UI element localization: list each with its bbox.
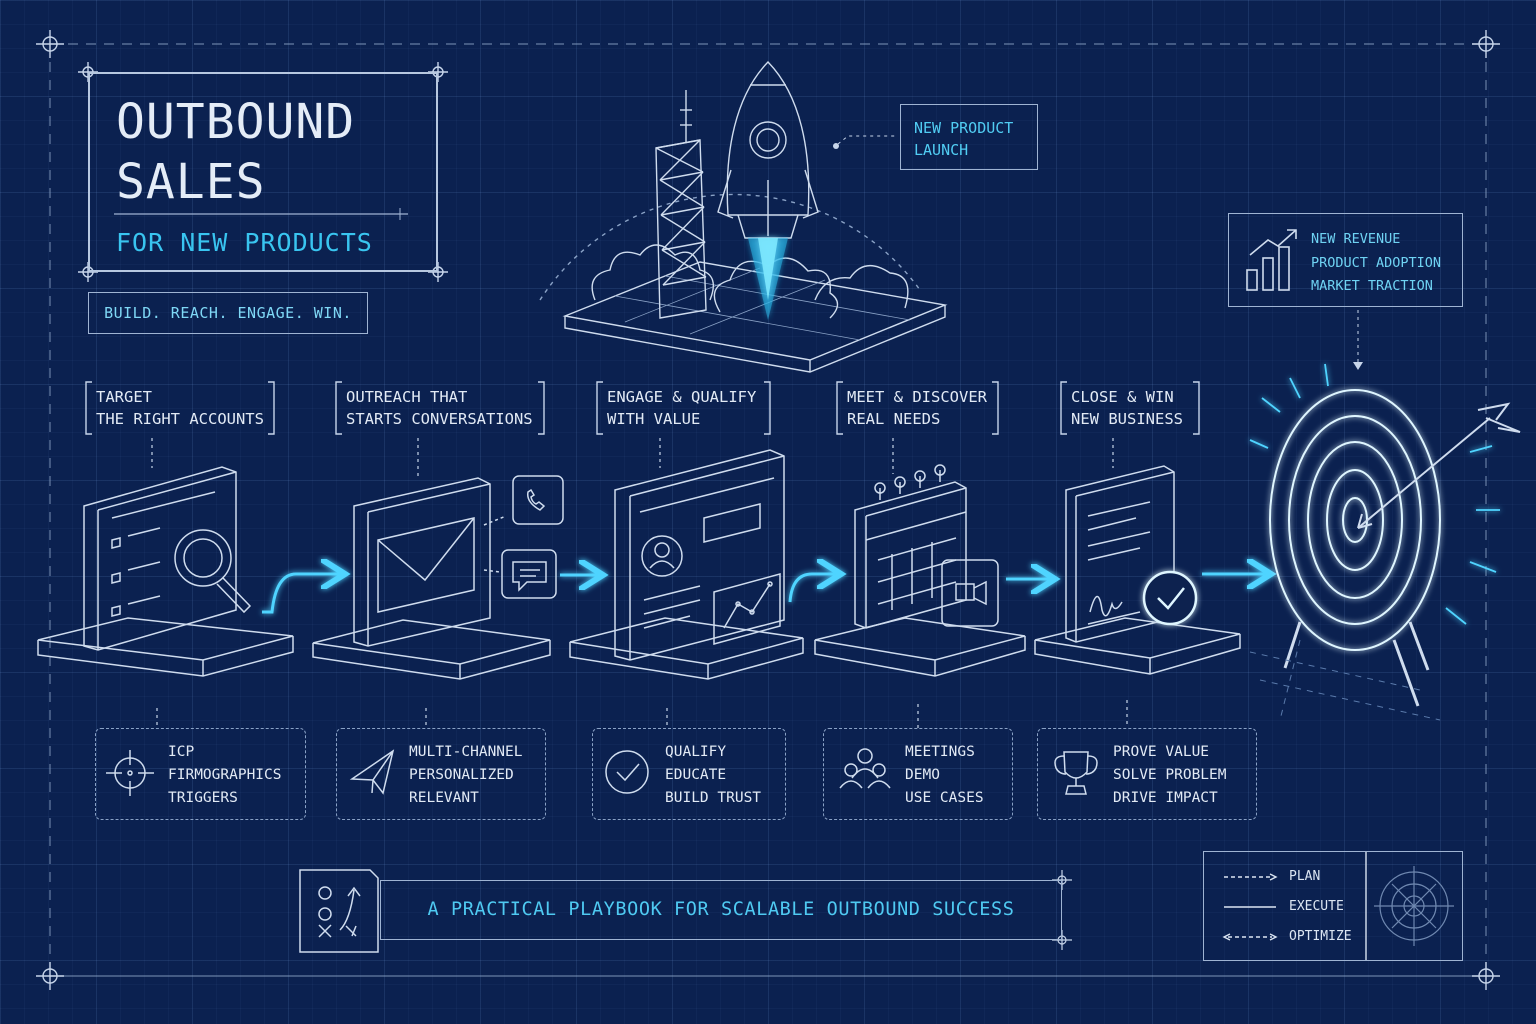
step-label-line: REAL NEEDS	[847, 410, 941, 428]
step-label-line: NEW BUSINESS	[1071, 410, 1183, 428]
step-label-close: CLOSE & WIN NEW BUSINESS	[1071, 384, 1183, 430]
detail-item: BUILD TRUST	[665, 790, 762, 806]
detail-list: PROVE VALUE SOLVE PROBLEM DRIVE IMPACT	[1113, 741, 1227, 810]
strategy-playbook-icon	[299, 869, 379, 953]
detail-item: RELEVANT	[409, 790, 479, 806]
step-label-line: CLOSE & WIN	[1071, 388, 1174, 406]
step-label-line: WITH VALUE	[607, 410, 701, 428]
trophy-icon	[1054, 751, 1098, 795]
step-label-outreach: OUTREACH THAT STARTS CONVERSATIONS	[346, 384, 533, 430]
frame-lines	[49, 43, 1487, 977]
detail-box-meet: MEETINGS DEMO USE CASES	[823, 728, 1013, 820]
rocket-launch-illustration	[539, 60, 948, 373]
launch-label: NEW PRODUCT LAUNCH	[900, 104, 1038, 170]
result-item: MARKET TRACTION	[1311, 278, 1433, 294]
legend-execute: EXECUTE	[1289, 899, 1344, 914]
detail-list: MEETINGS DEMO USE CASES	[905, 741, 984, 810]
email-outreach-illustration	[312, 475, 564, 680]
step-label-meet: MEET & DISCOVER REAL NEEDS	[847, 384, 987, 430]
detail-item: ICP	[168, 744, 195, 760]
detail-item: FIRMOGRAPHICS	[168, 767, 282, 783]
detail-item: QUALIFY	[665, 744, 727, 760]
detail-item: TRIGGERS	[168, 790, 238, 806]
detail-list: MULTI-CHANNEL PERSONALIZED RELEVANT	[409, 741, 523, 810]
launch-label-line-2: LAUNCH	[914, 141, 969, 159]
detail-item: EDUCATE	[665, 767, 727, 783]
paper-plane-icon	[349, 749, 395, 795]
rocket-flame	[748, 238, 788, 320]
tagline: BUILD. REACH. ENGAGE. WIN.	[88, 292, 368, 334]
account-search-illustration	[37, 466, 294, 677]
calendar-meeting-illustration	[814, 464, 1026, 677]
launch-label-line-1: NEW PRODUCT	[914, 119, 1014, 137]
step-label-line: OUTREACH THAT	[346, 388, 468, 406]
step-label-line: MEET & DISCOVER	[847, 388, 987, 406]
results-list: NEW REVENUE PRODUCT ADOPTION MARKET TRAC…	[1311, 228, 1441, 299]
legend-line-samples	[1222, 851, 1367, 961]
detail-list: ICP FIRMOGRAPHICS TRIGGERS	[168, 741, 282, 810]
title-line-1: OUTBOUND	[116, 94, 356, 150]
profile-dashboard-illustration	[569, 449, 804, 680]
detail-item: PERSONALIZED	[409, 767, 514, 783]
target-goal-illustration	[1249, 363, 1521, 721]
checkmark-seal-icon	[1142, 570, 1198, 626]
detail-item: USE CASES	[905, 790, 984, 806]
step-label-line: THE RIGHT ACCOUNTS	[96, 410, 264, 428]
contract-signature-illustration	[1034, 465, 1241, 675]
step-label-line: TARGET	[96, 388, 152, 406]
legend-optimize: OPTIMIZE	[1289, 929, 1352, 944]
step-label-engage: ENGAGE & QUALIFY WITH VALUE	[607, 384, 756, 430]
legend-plan: PLAN	[1289, 869, 1321, 884]
people-icon	[839, 748, 891, 789]
detail-item: DEMO	[905, 767, 940, 783]
detail-box-outreach: MULTI-CHANNEL PERSONALIZED RELEVANT	[336, 728, 546, 820]
detail-item: PROVE VALUE	[1113, 744, 1210, 760]
compass-icon	[1374, 866, 1454, 946]
result-item: PRODUCT ADOPTION	[1311, 254, 1442, 271]
flow-arrows	[262, 574, 1268, 614]
detail-item: DRIVE IMPACT	[1113, 790, 1218, 806]
detail-box-target: ICP FIRMOGRAPHICS TRIGGERS	[95, 728, 306, 820]
result-item: NEW REVENUE	[1311, 231, 1401, 247]
detail-box-close: PROVE VALUE SOLVE PROBLEM DRIVE IMPACT	[1037, 728, 1257, 820]
check-circle-icon	[605, 750, 649, 794]
detail-item: SOLVE PROBLEM	[1113, 767, 1227, 783]
title-line-2: SALES	[116, 154, 266, 210]
detail-item: MEETINGS	[905, 744, 975, 760]
detail-item: MULTI-CHANNEL	[409, 744, 523, 760]
playbook-banner: A PRACTICAL PLAYBOOK FOR SCALABLE OUTBOU…	[380, 880, 1062, 940]
step-label-line: ENGAGE & QUALIFY	[607, 388, 757, 406]
detail-box-engage: QUALIFY EDUCATE BUILD TRUST	[592, 728, 786, 820]
results-box: NEW REVENUE PRODUCT ADOPTION MARKET TRAC…	[1228, 213, 1463, 307]
step-label-brackets	[85, 381, 1200, 435]
dotted-connectors	[151, 438, 1128, 728]
step-label-line: STARTS CONVERSATIONS	[346, 410, 533, 428]
crosshair-icon	[106, 750, 154, 796]
subtitle: FOR NEW PRODUCTS	[116, 228, 373, 257]
legend-box: PLAN EXECUTE OPTIMIZE	[1203, 851, 1463, 961]
growth-chart-icon	[1246, 229, 1297, 291]
detail-list: QUALIFY EDUCATE BUILD TRUST	[665, 741, 761, 810]
step-label-target: TARGET THE RIGHT ACCOUNTS	[96, 384, 264, 430]
